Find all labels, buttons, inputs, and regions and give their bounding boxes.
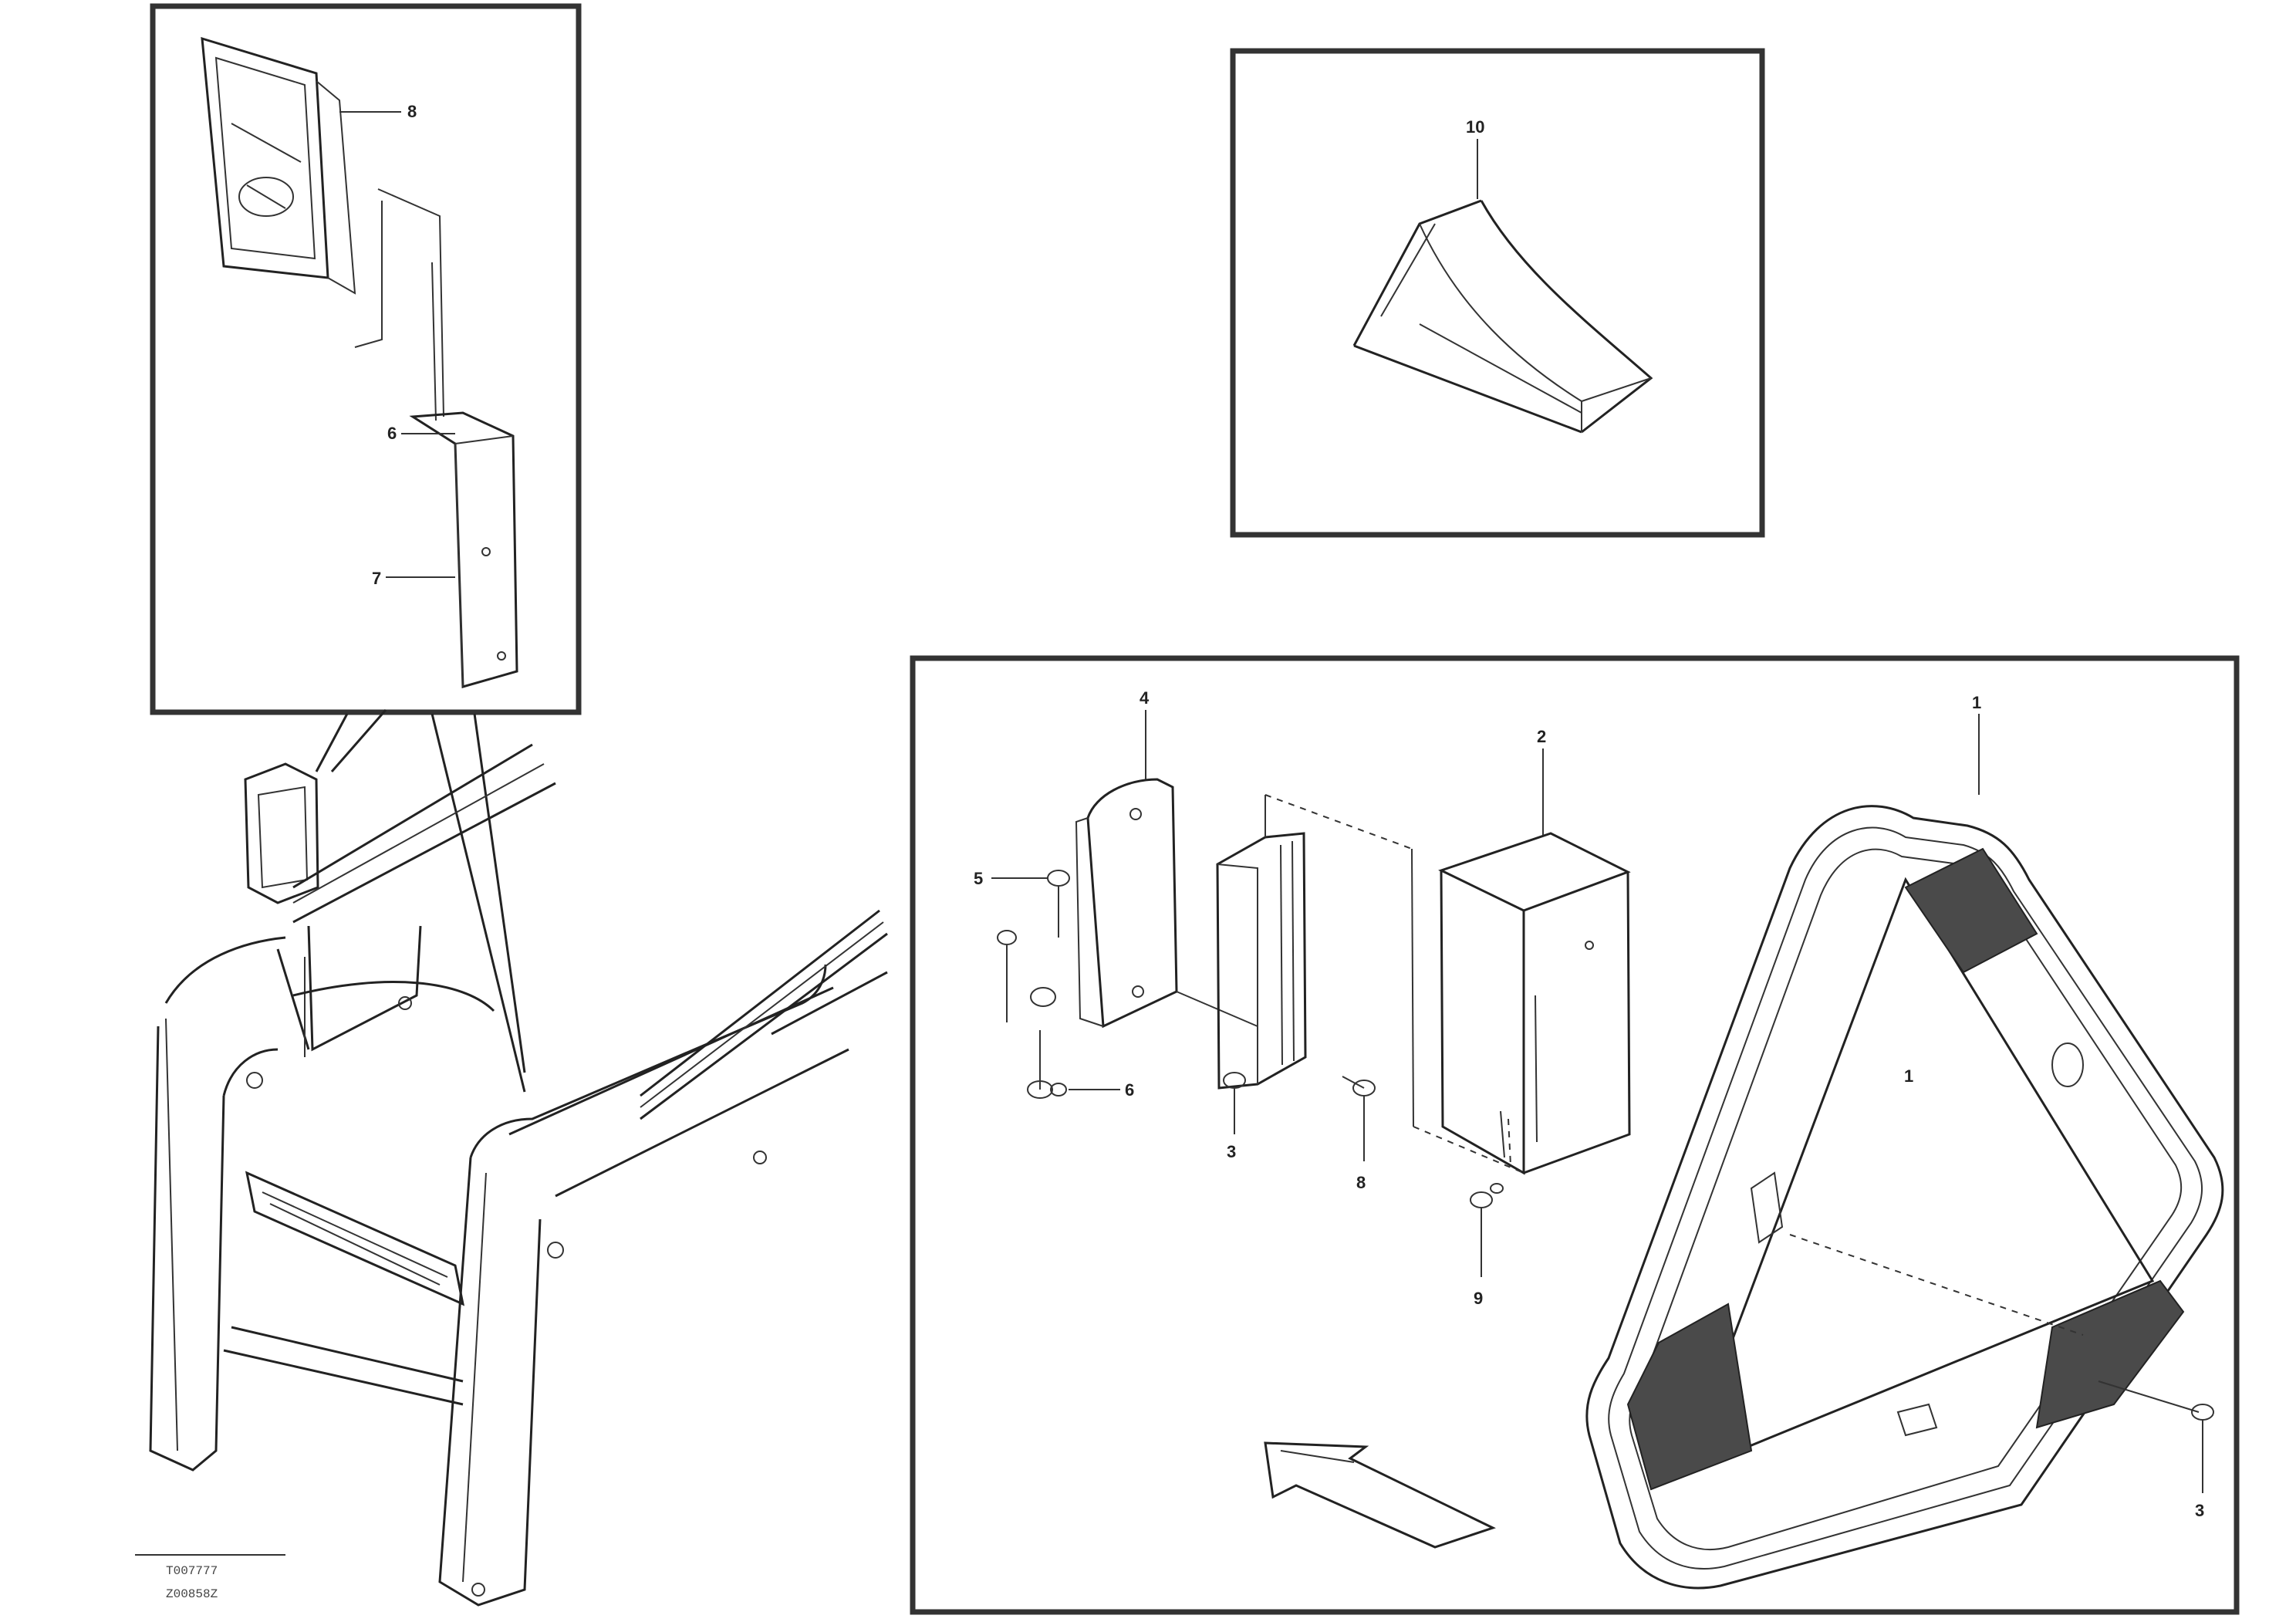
callout-nut-left: 6 [1125, 1080, 1134, 1100]
callout-screw-mid: 8 [1356, 1173, 1366, 1192]
callout-box: 2 [1537, 727, 1546, 746]
mirror-detail-inset: 8 6 7 [150, 3, 582, 715]
storage-box-icon [1411, 832, 1631, 1175]
mirror-bracket-icon [409, 411, 518, 688]
callout-bolt-left: 5 [974, 869, 983, 888]
warning-triangle-inset: 4 5 6 [910, 655, 2240, 1615]
inset-connector-2 [430, 713, 526, 1093]
direction-arrow-icon [1264, 1441, 1496, 1549]
inset-connector-1 [315, 713, 349, 772]
reflector-corner-right [2035, 1279, 2185, 1429]
callout-mirror: 8 [407, 102, 417, 121]
triangle-inset-frame [910, 655, 2240, 1615]
warning-triangle-icon [1585, 805, 2224, 1590]
mirror-icon [201, 36, 356, 295]
wheel-chock-inset: 10 [1230, 48, 1765, 538]
stamp-line-1: T007777 [166, 1564, 218, 1578]
washer-icon [1223, 1072, 1246, 1134]
inset-connector-3 [473, 713, 526, 1073]
callout-triangle: 1 [1972, 693, 1981, 712]
wheel-chock-icon [1352, 199, 1653, 434]
callout-bracket-side: 7 [372, 569, 381, 588]
stamp-line-2: Z00858Z [166, 1587, 218, 1601]
mirror-rod [431, 262, 437, 421]
bolt-icon [997, 870, 1070, 1022]
callout-washer-mid: 3 [1227, 1142, 1236, 1161]
inset-connector-4 [330, 709, 387, 772]
reflector-bracket-icon [1075, 778, 1258, 1029]
callout-triangle-center: 1 [1904, 1066, 1913, 1086]
mounting-plate-icon [1216, 794, 1413, 1090]
callout-reflector-bracket: 4 [1140, 688, 1150, 708]
mirror-arm-rear [354, 201, 383, 348]
callout-bracket-top: 6 [387, 424, 397, 443]
mirror-arm [377, 188, 444, 417]
machine-frame-icon [149, 743, 888, 1607]
callout-bolt-right: 3 [2195, 1501, 2204, 1520]
mirror-inset-frame [150, 3, 582, 715]
callout-chock: 10 [1466, 117, 1484, 137]
callout-bolt-box: 9 [1474, 1289, 1483, 1308]
reflector-corner-left [1626, 1303, 1753, 1491]
box-bolt-icon [1470, 1183, 1504, 1277]
triangle-bolt-icon [2191, 1404, 2214, 1493]
nut-icon [1027, 1030, 1067, 1099]
reflector-corner-top [1904, 847, 2038, 974]
chock-inset-frame [1230, 48, 1765, 538]
screw-icon [1342, 1076, 1376, 1161]
